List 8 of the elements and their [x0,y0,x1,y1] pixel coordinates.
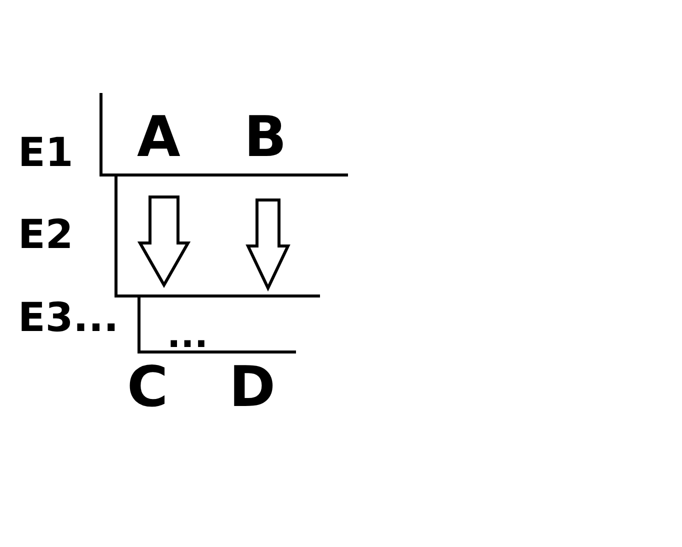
row-label: E1 [18,133,74,173]
row-label: E3... [18,298,119,338]
row-label: E2 [18,215,74,255]
letter-label: B [244,110,287,166]
letter-label: C [127,360,168,416]
letter-label: A [137,110,180,166]
ellipsis: ... [167,318,208,354]
letter-label: D [229,360,276,416]
